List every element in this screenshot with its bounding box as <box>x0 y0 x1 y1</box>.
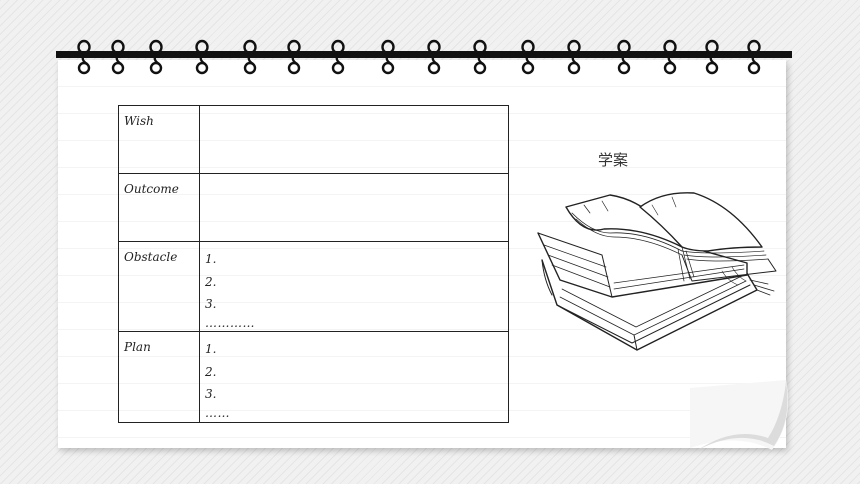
binding-ring-icon <box>381 39 395 75</box>
table-row: Plan 1. 2. 3. …… <box>118 331 509 423</box>
binding-bar <box>56 51 792 58</box>
obstacle-item-3: 3. <box>205 297 217 311</box>
binding-ring-icon <box>111 39 125 75</box>
binding-ring-icon <box>473 39 487 75</box>
binding-ring-icon <box>77 39 91 75</box>
binding-ring-icon <box>747 39 761 75</box>
binding-ring-icon <box>705 39 719 75</box>
open-books-sketch-icon <box>537 192 777 351</box>
binding-ring-icon <box>521 39 535 75</box>
wish-cell <box>199 105 509 174</box>
row-label-wish: Wish <box>118 105 200 174</box>
plan-item-3: 3. <box>205 387 217 401</box>
outcome-cell <box>199 173 509 242</box>
page-curl <box>690 380 789 450</box>
binding-ring-icon <box>567 39 581 75</box>
binding-ring-icon <box>149 39 163 75</box>
binding-ring-icon <box>243 39 257 75</box>
binding-ring-icon <box>195 39 209 75</box>
binding-ring-icon <box>287 39 301 75</box>
table-row: Wish <box>118 105 509 174</box>
plan-item-2: 2. <box>205 364 217 379</box>
binding-ring-icon <box>663 39 677 75</box>
plan-cell: 1. 2. 3. …… <box>199 331 509 423</box>
binding-ring-icon <box>427 39 441 75</box>
obstacle-ellipsis: ………… <box>205 315 255 330</box>
wish-outcome-obstacle-plan-table: Wish Outcome Obstacle 1. 2. 3. ………… Plan… <box>118 105 509 423</box>
plan-ellipsis: …… <box>205 405 230 420</box>
obstacle-item-2: 2. <box>205 274 217 289</box>
row-label-outcome: Outcome <box>118 173 200 242</box>
caption-xuean: 学案 <box>598 151 629 169</box>
table-row: Outcome <box>118 173 509 242</box>
binding-ring-icon <box>617 39 631 75</box>
binding-ring-icon <box>331 39 345 75</box>
plan-item-1: 1. <box>205 342 217 356</box>
obstacle-cell: 1. 2. 3. ………… <box>199 241 509 332</box>
row-label-obstacle: Obstacle <box>118 241 200 332</box>
table-row: Obstacle 1. 2. 3. ………… <box>118 241 509 332</box>
obstacle-item-1: 1. <box>205 252 217 266</box>
spiral-rings <box>77 39 761 75</box>
row-label-plan: Plan <box>118 331 200 423</box>
